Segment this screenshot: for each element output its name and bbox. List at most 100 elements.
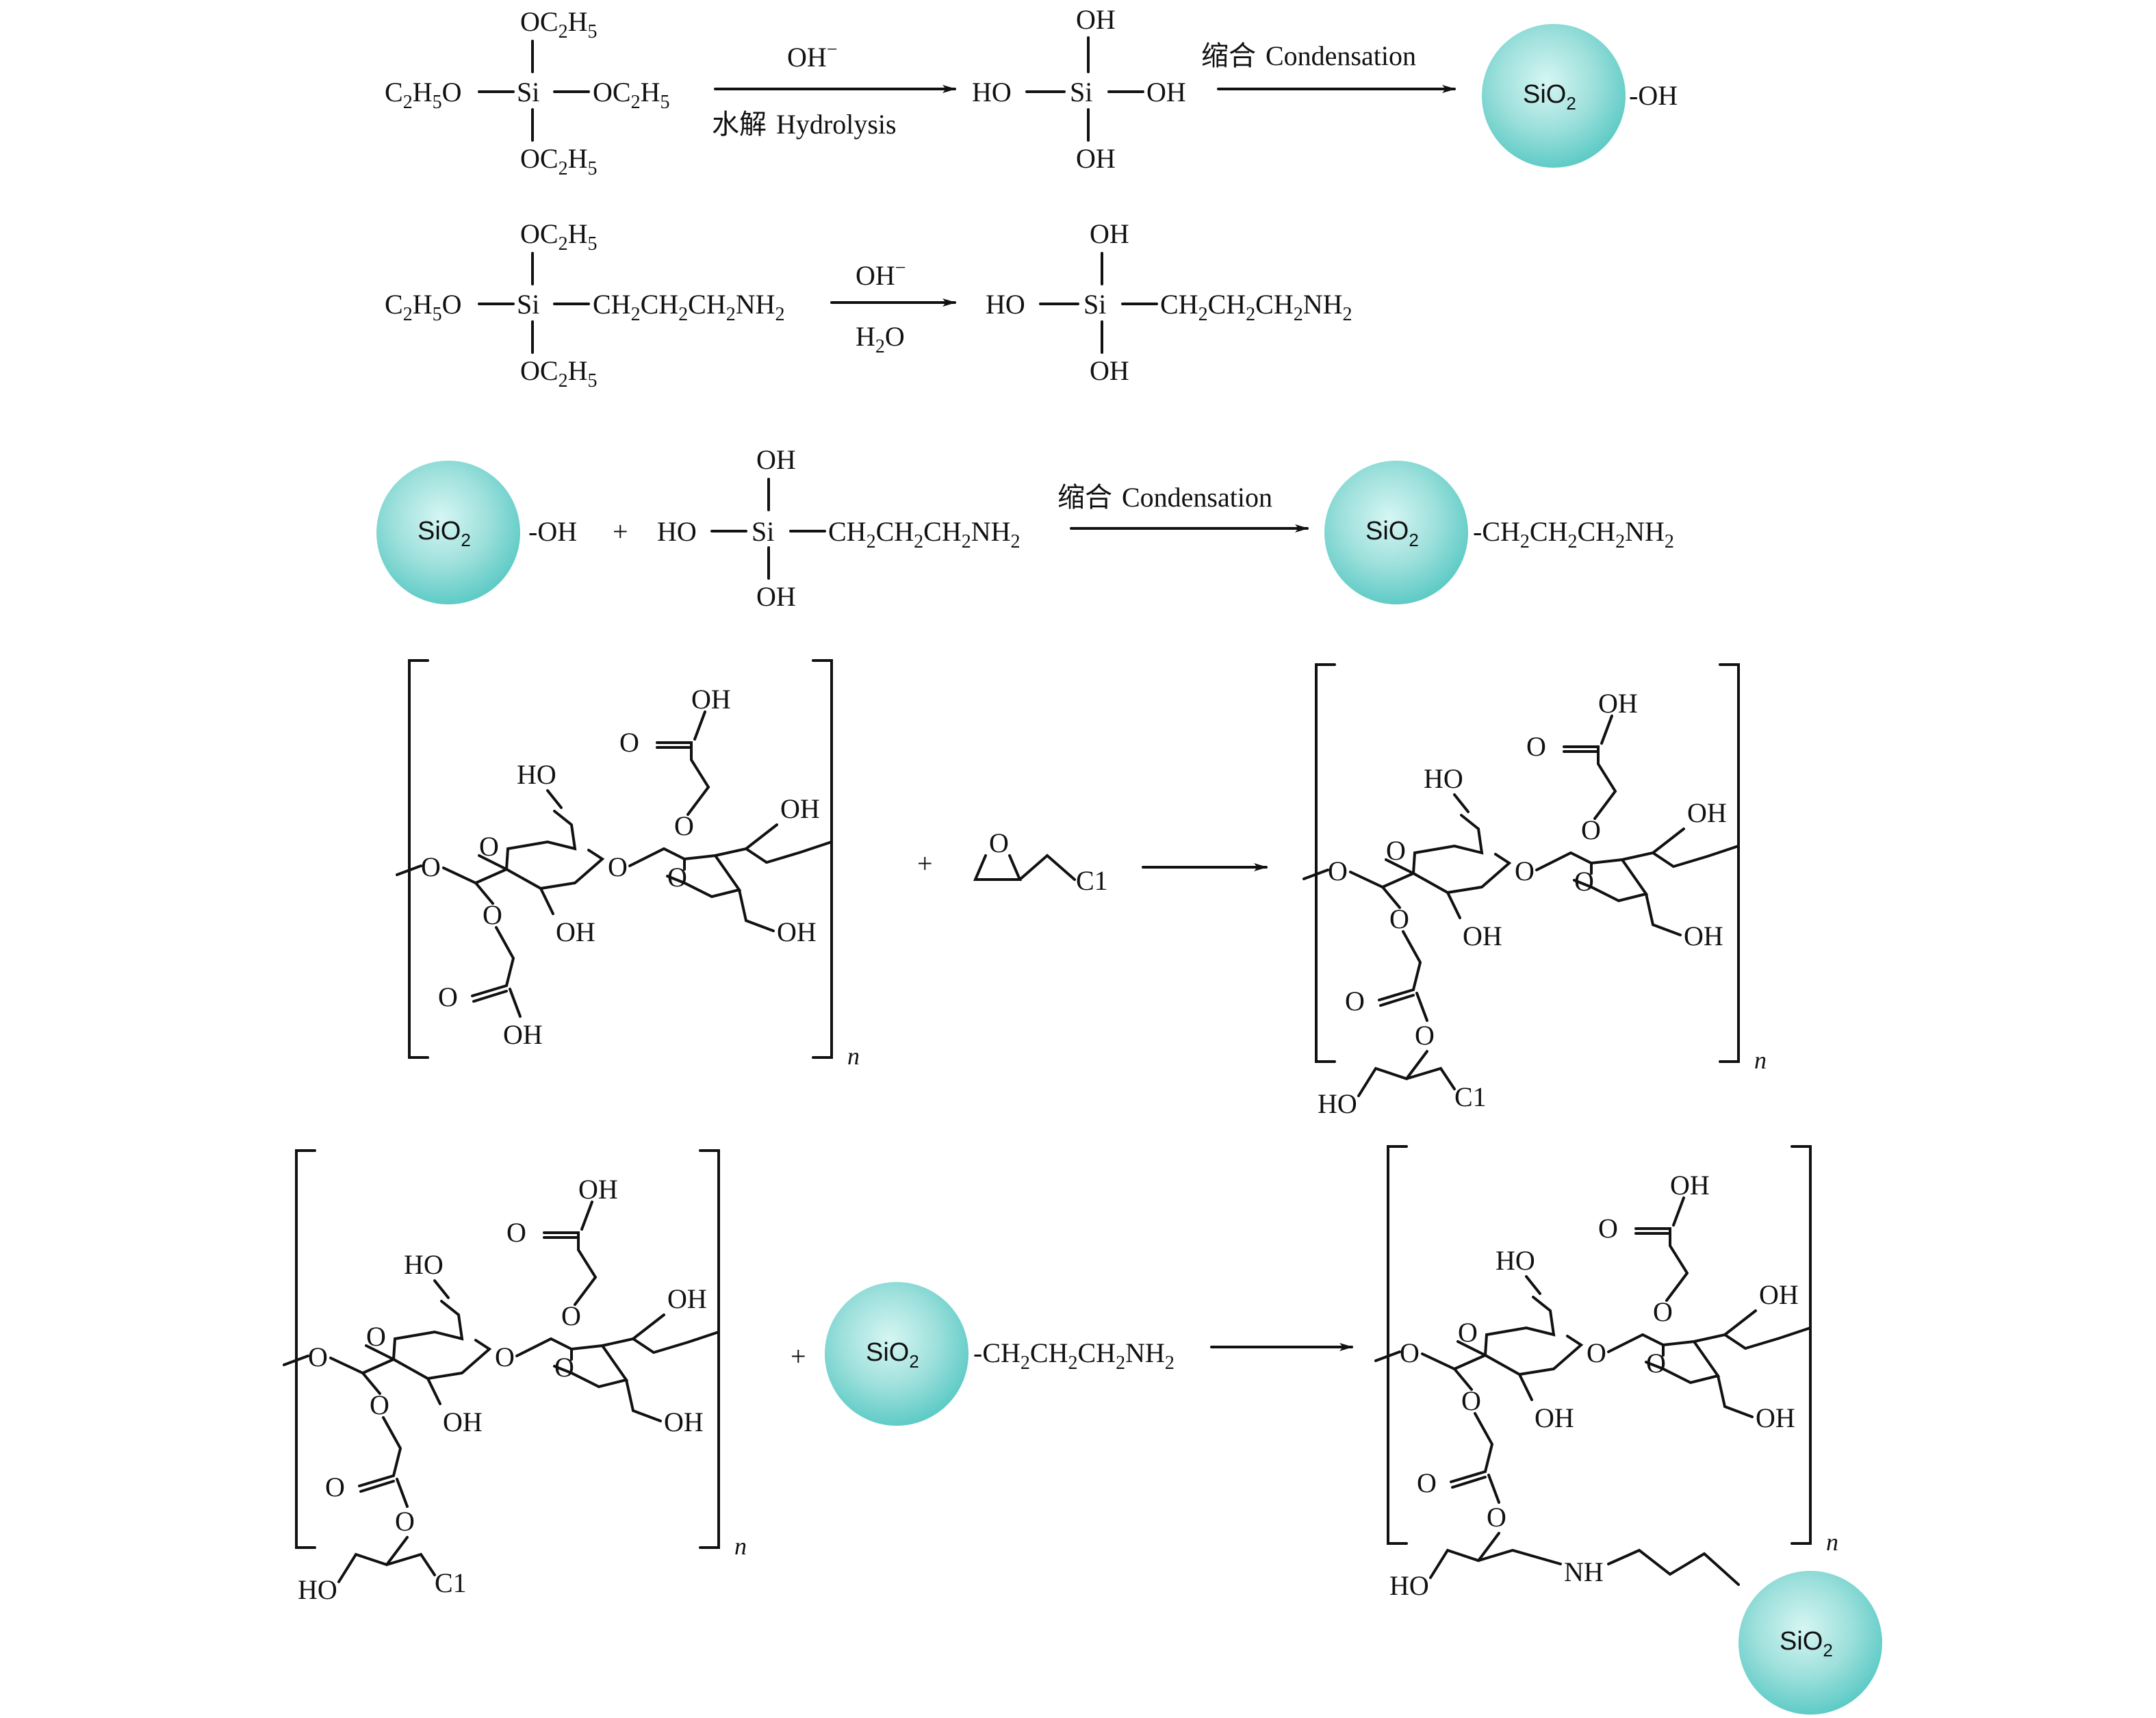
- svg-text:O: O: [479, 831, 499, 862]
- svg-text:OC2H5: OC2H5: [520, 218, 597, 255]
- hydrolysis-en-label: Hydrolysis: [776, 109, 897, 140]
- svg-text:OH: OH: [1076, 143, 1116, 174]
- svg-text:HO: HO: [1389, 1570, 1429, 1601]
- svg-text:OH: OH: [1463, 921, 1502, 951]
- hydrolysis-cn-label: 水解: [712, 109, 767, 140]
- svg-text:O: O: [1581, 815, 1601, 845]
- svg-text:Si: Si: [517, 289, 539, 320]
- svg-text:OH: OH: [1090, 355, 1129, 386]
- svg-text:C1: C1: [1076, 865, 1108, 896]
- svg-text:OC2H5: OC2H5: [520, 143, 597, 179]
- silica-sphere: [825, 1282, 968, 1426]
- svg-text:O: O: [1386, 835, 1406, 866]
- svg-text:OH: OH: [756, 581, 796, 612]
- teos-top-ethoxy: OC2H5: [520, 6, 597, 42]
- svg-text:OH−: OH−: [856, 257, 906, 291]
- svg-text:O: O: [366, 1321, 386, 1352]
- svg-text:OC2H5: OC2H5: [520, 6, 597, 42]
- svg-text:HO: HO: [1424, 763, 1463, 794]
- svg-text:O: O: [1653, 1296, 1673, 1327]
- svg-text:OC2H5: OC2H5: [593, 77, 669, 113]
- teos-right-ethoxy: OC2H5: [593, 77, 669, 113]
- svg-text:CH2CH2CH2NH2: CH2CH2CH2NH2: [1160, 289, 1352, 325]
- svg-text:O: O: [1415, 1020, 1435, 1051]
- svg-text:SiO2: SiO2: [418, 517, 471, 550]
- svg-text:O: O: [1328, 856, 1348, 886]
- silica-sphere-hydroxyl: SiO2 -OH: [1482, 24, 1678, 168]
- svg-text:OH: OH: [756, 444, 796, 475]
- svg-text:HO: HO: [972, 77, 1012, 107]
- aptes-molecule: OC2H5 C2H5O Si CH2CH2CH2NH2 OC2H5: [385, 218, 785, 392]
- teos-bottom-ethoxy: OC2H5: [520, 143, 597, 179]
- svg-text:C1: C1: [1454, 1081, 1487, 1112]
- silica-sphere: [376, 461, 520, 604]
- svg-text:SiO2: SiO2: [1523, 80, 1576, 114]
- svg-text:O: O: [506, 1217, 526, 1248]
- svg-text:OH: OH: [1756, 1402, 1795, 1433]
- teos-molecule: OC2H5 C2H5O Si OC2H5 OC2H5: [385, 6, 669, 179]
- teos-si-atom: Si: [517, 77, 539, 107]
- svg-text:O: O: [438, 982, 458, 1012]
- svg-text:O: O: [989, 828, 1009, 858]
- svg-text:OC2H5: OC2H5: [520, 355, 597, 392]
- svg-text:SiO2: SiO2: [1780, 1627, 1833, 1661]
- cmc-silica-composite-product: n O O HO OH O O O HO NH O O OH OH O O OH: [1374, 1145, 1838, 1601]
- grafted-silica-sphere: SiO2: [1738, 1571, 1882, 1715]
- svg-text:SiO2: SiO2: [866, 1338, 919, 1372]
- silica-sphere: [1482, 24, 1626, 168]
- teos-left-ethoxy: C2H5O: [385, 77, 461, 113]
- svg-text:O: O: [1417, 1467, 1437, 1498]
- svg-text:HO: HO: [657, 516, 697, 547]
- svg-text:Si: Si: [1070, 77, 1092, 107]
- svg-text:n: n: [1826, 1528, 1838, 1556]
- svg-text:O: O: [1458, 1317, 1478, 1348]
- svg-text:O: O: [619, 727, 639, 758]
- hydrolysis-arrow-2: OH− H2O: [830, 257, 956, 357]
- svg-text:OH: OH: [691, 684, 731, 715]
- svg-text:O: O: [1515, 856, 1535, 886]
- svg-text:OH: OH: [1684, 921, 1723, 951]
- svg-text:OH: OH: [667, 1283, 707, 1314]
- epichlorohydrin-molecule: O C1: [973, 828, 1108, 896]
- plus-sign: +: [917, 848, 933, 879]
- svg-text:OH: OH: [556, 916, 595, 947]
- svg-text:CH2CH2CH2NH2: CH2CH2CH2NH2: [828, 516, 1021, 552]
- svg-text:C2H5O: C2H5O: [385, 289, 461, 325]
- aptes-propylamine: CH2CH2CH2NH2: [593, 289, 785, 325]
- svg-text:HO: HO: [1496, 1245, 1535, 1276]
- svg-text:O: O: [674, 810, 694, 841]
- hydrolyzed-aptes-reactant: OH HO Si CH2CH2CH2NH2 OH: [657, 444, 1021, 612]
- svg-text:-OH: -OH: [528, 516, 577, 547]
- svg-text:OH: OH: [503, 1019, 543, 1050]
- svg-text:OH: OH: [1670, 1170, 1710, 1201]
- silica-sphere: [1738, 1571, 1882, 1715]
- svg-text:OH: OH: [1535, 1402, 1574, 1433]
- svg-text:HO: HO: [986, 289, 1025, 320]
- amine-silica-reactant: SiO2 -CH2CH2CH2NH2: [825, 1282, 1175, 1426]
- svg-text:OH: OH: [1090, 218, 1129, 249]
- svg-text:O: O: [561, 1300, 581, 1331]
- svg-text:OH: OH: [664, 1407, 704, 1437]
- svg-text:O: O: [608, 851, 628, 882]
- svg-text:OH: OH: [1598, 688, 1638, 719]
- cmc-epichlorohydrin-product: n O O HO OH O O O HO C1 O O OH OH O O OH: [1302, 663, 1767, 1119]
- hydrolyzed-aptes-molecule: OH HO Si CH2CH2CH2NH2 OH: [986, 218, 1352, 386]
- svg-text:OH: OH: [1687, 797, 1727, 828]
- svg-text:HO: HO: [298, 1574, 337, 1605]
- svg-text:Si: Si: [1083, 289, 1106, 320]
- cmc-repeat-unit: n O O HO OH O O OH O O OH OH O O OH: [396, 659, 860, 1070]
- cmc-epichlorohydrin-reactant: n O O HO OH O O O HO C1 O O OH OH O O OH: [283, 1149, 747, 1605]
- amine-functionalized-silica: SiO2 -CH2CH2CH2NH2: [1324, 461, 1674, 604]
- plus-sign: +: [791, 1341, 806, 1372]
- svg-text:OH: OH: [578, 1174, 618, 1205]
- svg-text:O: O: [1574, 866, 1594, 897]
- svg-text:OH: OH: [777, 916, 817, 947]
- silicic-acid-molecule: OH HO Si OH OH: [972, 4, 1186, 174]
- svg-text:OH: OH: [1076, 4, 1116, 35]
